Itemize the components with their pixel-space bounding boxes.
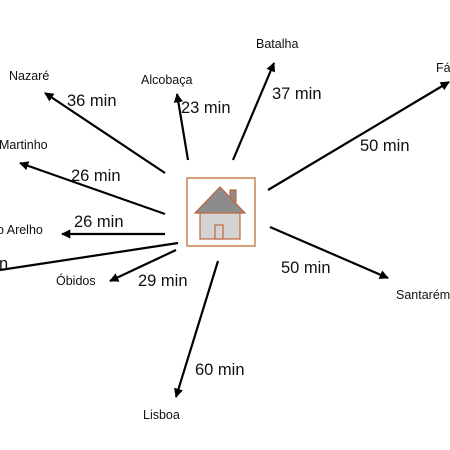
center-house	[186, 177, 256, 247]
time-label-batalha: 37 min	[272, 85, 322, 103]
arrow-alcobaca	[173, 93, 190, 161]
time-label-obidos: 29 min	[138, 272, 188, 290]
arrow-santarem	[269, 225, 389, 280]
time-label-arelho: 26 min	[74, 213, 124, 231]
time-label-nazare: 36 min	[67, 92, 117, 110]
arrow-martinho	[19, 161, 166, 216]
time-label-alcobaca: 23 min	[181, 99, 231, 117]
destination-label-fa: Fá	[436, 61, 450, 75]
time-label-left-edge: n	[0, 255, 8, 273]
destination-label-obidos: Óbidos	[56, 273, 96, 288]
arrow-obidos	[109, 249, 177, 282]
destination-label-batalha: Batalha	[256, 37, 298, 51]
time-label-lisboa: 60 min	[195, 361, 245, 379]
destination-label-santarem: Santarém	[396, 288, 450, 302]
time-label-santarem: 50 min	[281, 259, 331, 277]
destination-label-alcobaca: Alcobaça	[141, 73, 192, 87]
arrow-batalha	[231, 62, 276, 161]
time-label-martinho: 26 min	[71, 167, 121, 185]
arrow-fa	[267, 81, 450, 191]
arrow-lisboa	[174, 260, 220, 398]
destination-label-arelho: o Arelho	[0, 223, 43, 237]
destination-label-nazare: Nazaré	[9, 69, 49, 83]
time-label-fa: 50 min	[360, 137, 410, 155]
arrow-nazare	[44, 92, 166, 174]
destination-label-martinho: Martinho	[0, 138, 48, 152]
arrow-left-edge	[0, 241, 179, 272]
house-icon	[193, 186, 247, 240]
destination-label-lisboa: Lisboa	[143, 408, 180, 422]
